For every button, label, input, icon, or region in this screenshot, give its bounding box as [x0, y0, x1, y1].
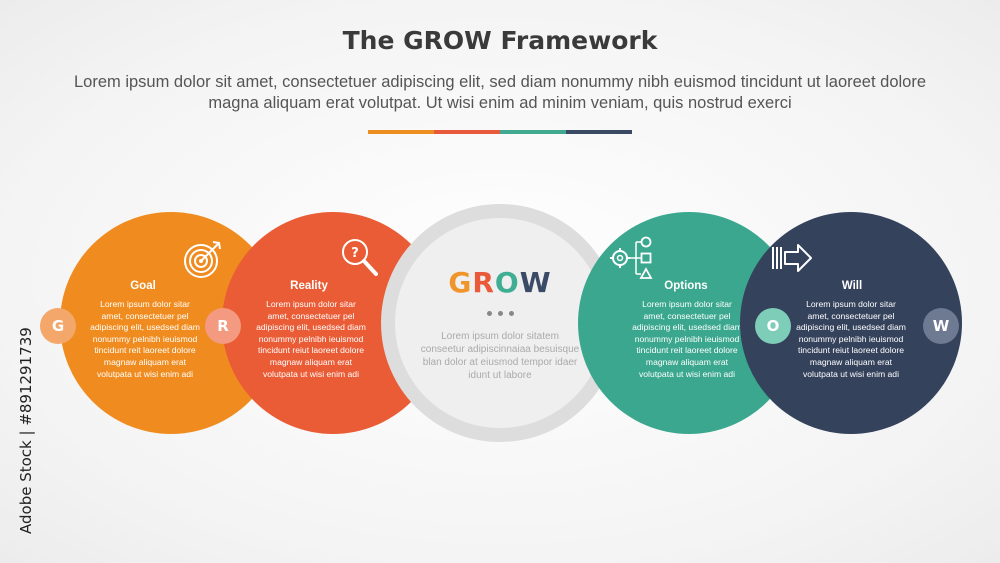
title-divider [368, 130, 632, 134]
divider-segment-options [500, 130, 566, 134]
magnifier-question-icon: ? [338, 236, 382, 285]
will-label: Will [841, 280, 863, 292]
divider-segment-reality [434, 130, 500, 134]
page-title: The GROW Framework [342, 26, 658, 55]
page-subtitle: Lorem ipsum dolor sit amet, consectetuer… [73, 73, 927, 112]
side-watermark: Adobe Stock | #891291739 [17, 327, 35, 534]
grow-letter-o: O [494, 266, 520, 299]
grow-letter-r: R [472, 266, 495, 299]
center-disc [395, 218, 605, 428]
reality-text: Lorem ipsum dolor sitar amet, consectetu… [256, 299, 366, 379]
options-flow-icon [608, 234, 656, 287]
svg-text:?: ? [351, 246, 359, 261]
badge-g: G [40, 308, 76, 344]
reality-label: Reality [290, 280, 328, 292]
grow-letter-w: W [519, 266, 552, 299]
grow-letter-g: G [448, 266, 473, 299]
badge-r: R [205, 308, 241, 344]
will-text: Lorem ipsum dolor sitar amet, consectetu… [796, 299, 906, 379]
ellipsis-dots-icon [470, 311, 530, 316]
grow-wordmark: GROW [395, 266, 605, 299]
goal-text: Lorem ipsum dolor sitar amet, consectetu… [90, 299, 200, 379]
badge-o: O [755, 308, 791, 344]
options-label: Options [664, 280, 708, 292]
badge-w: W [923, 308, 959, 344]
divider-segment-will [566, 130, 632, 134]
center-text: Lorem ipsum dolor sitatem conseetur adip… [420, 331, 580, 381]
goal-label: Goal [130, 280, 156, 292]
options-text: Lorem ipsum dolor sitar amet, consectetu… [632, 299, 742, 379]
target-icon [182, 238, 224, 285]
divider-segment-goal [368, 130, 434, 134]
arrow-right-icon [770, 242, 814, 279]
